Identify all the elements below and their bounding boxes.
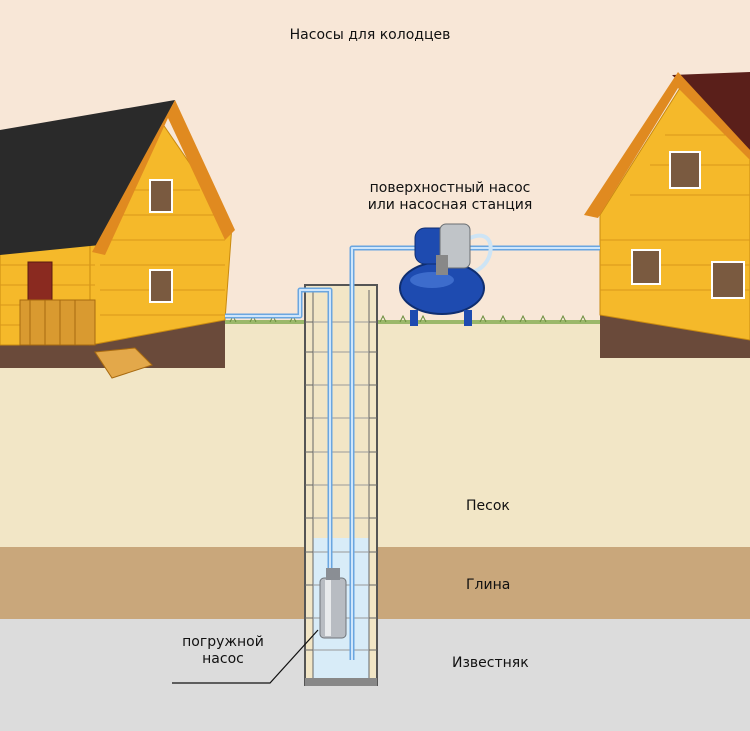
right-house-icon: [584, 72, 750, 358]
surface-pump-label-line2: или насосная станция: [367, 197, 533, 213]
right-house-window-right: [711, 261, 745, 299]
left-house-porch: [19, 299, 96, 346]
clay-label: Глина: [466, 577, 511, 593]
pump-hose: [469, 233, 493, 274]
right-house-window-mid: [631, 249, 661, 285]
surface-pump-label-line1: поверхностный насос: [369, 180, 531, 196]
submersible-pointer-line: [172, 629, 319, 684]
submersible-pump-body: [319, 577, 347, 639]
left-house-roof: [0, 100, 175, 255]
submersible-pump-icon: [319, 568, 347, 639]
surface-pump-label: поверхностный насос или насосная станция: [340, 180, 560, 214]
left-house-roof-edge: [92, 100, 235, 255]
pump-station-icon: [399, 223, 485, 326]
submersible-pump-label-line2: насос: [202, 651, 244, 667]
submersible-pump-cap: [326, 568, 340, 580]
sand-label: Песок: [466, 498, 510, 514]
well-rings: [305, 290, 377, 680]
submersible-pump-label-line1: погружной: [182, 634, 264, 650]
water-pipes: [225, 233, 600, 660]
right-house-window-top: [669, 151, 701, 189]
right-house-roof-edge: [584, 72, 750, 218]
well-bottom: [305, 678, 377, 686]
left-house-icon: [0, 100, 235, 379]
limestone-label: Известняк: [452, 655, 529, 671]
diagram-title: Насосы для колодцев: [289, 27, 451, 43]
left-house-window-bottom: [149, 269, 173, 303]
left-house-window-top: [149, 179, 173, 213]
pump-tank-legs: [410, 310, 418, 326]
left-house-steps: [94, 347, 153, 379]
submersible-pump-label: погружной насос: [158, 634, 288, 668]
